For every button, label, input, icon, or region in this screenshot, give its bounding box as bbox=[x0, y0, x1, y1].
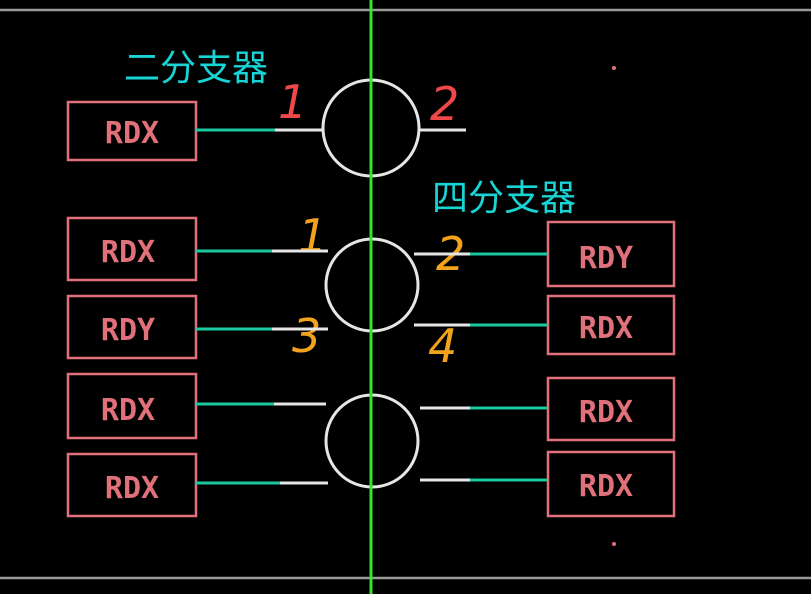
four-way-port-4: 4 bbox=[428, 319, 457, 373]
label-two-way-splitter: 二分支器 bbox=[124, 48, 268, 89]
four-way-port-1: 1 bbox=[298, 209, 327, 263]
four-way-port-3: 3 bbox=[292, 309, 321, 363]
right-box-4: RDX bbox=[546, 450, 676, 518]
left-box-4-label: RDX bbox=[101, 393, 155, 428]
left-box-3: RDY bbox=[66, 294, 198, 360]
two-way-port-1: 1 bbox=[278, 75, 307, 129]
right-box-3-label: RDX bbox=[579, 395, 633, 430]
left-box-1-label: RDX bbox=[105, 116, 159, 151]
marker-dot bbox=[612, 542, 616, 546]
left-box-5-label: RDX bbox=[105, 471, 159, 506]
right-box-1-label: RDY bbox=[579, 241, 633, 276]
right-box-4-label: RDX bbox=[579, 469, 633, 504]
right-box-2: RDX bbox=[546, 294, 676, 356]
left-box-3-label: RDY bbox=[101, 313, 155, 348]
left-box-4: RDX bbox=[66, 372, 198, 440]
right-box-2-label: RDX bbox=[579, 311, 633, 346]
label-four-way-splitter: 四分支器 bbox=[432, 178, 576, 219]
left-box-1: RDX bbox=[66, 100, 198, 162]
left-box-2-label: RDX bbox=[101, 235, 155, 270]
two-way-port-2: 2 bbox=[430, 77, 459, 131]
left-box-5: RDX bbox=[66, 452, 198, 518]
marker-dot bbox=[612, 66, 616, 70]
right-box-1: RDY bbox=[546, 220, 676, 288]
left-box-2: RDX bbox=[66, 216, 198, 282]
right-box-3: RDX bbox=[546, 376, 676, 442]
